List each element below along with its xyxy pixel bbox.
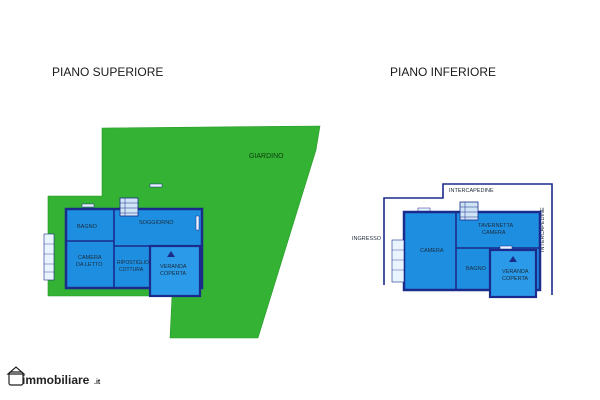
lower-veranda (488, 248, 538, 299)
logo-text: immobiliare (22, 373, 90, 387)
window (417, 207, 431, 212)
upper-closet-label-2: COTTURA (119, 267, 144, 273)
window (499, 245, 513, 250)
upper-veranda-label-2: COPERTA (160, 271, 186, 277)
lower-veranda-label-1: VERANDA (502, 269, 529, 275)
upper-living-label: SOGGIORNO (139, 220, 174, 226)
kitchenette-label-1: TAVERNETTA (478, 223, 513, 229)
upper-veranda (148, 244, 202, 298)
upper-floor-plan: GIARDINO BAGNO (43, 125, 321, 339)
lower-bathroom-label: BAGNO (466, 266, 487, 272)
lower-stairs (459, 201, 479, 221)
cavity-boundary (383, 183, 553, 295)
lower-floor-title: PIANO INFERIORE (390, 65, 496, 79)
garden-label: GIARDINO (249, 153, 284, 160)
window (149, 183, 163, 188)
logo-suffix: .it (94, 379, 101, 386)
lower-entrance-steps (391, 239, 405, 283)
entrance-label: INGRESSO (352, 236, 382, 242)
upper-stairs (119, 197, 139, 217)
lower-veranda-label-2: COPERTA (502, 276, 528, 282)
upper-floor-title: PIANO SUPERIORE (52, 65, 163, 79)
upper-bathroom-label: BAGNO (77, 224, 98, 230)
upper-veranda-label-1: VERANDA (160, 264, 187, 270)
cavity-top-label: INTERCAPEDINE (449, 188, 494, 194)
house-roof-icon (6, 366, 26, 375)
upper-bedroom-label-1: CAMERA (78, 255, 102, 261)
upper-outside-steps (43, 233, 55, 281)
upper-closet-label-1: RIPOSTIGLIO (117, 260, 149, 266)
lower-room-label: CAMERA (420, 248, 444, 254)
window (81, 203, 95, 208)
upper-bedroom-label-2: DA LETTO (76, 262, 103, 268)
lower-floor-plan: INTERCAPEDINE INTERCAPEDINE (352, 183, 553, 299)
veranda-arrow-icon (167, 251, 175, 257)
immobiliare-logo: immobiliare .it (6, 366, 101, 387)
veranda-arrow-icon (509, 256, 517, 262)
house-logo-icon (8, 371, 24, 386)
kitchenette-label-2: CAMERA (482, 230, 506, 236)
window (195, 215, 200, 231)
cavity-side-label: INTERCAPEDINE (540, 207, 546, 252)
